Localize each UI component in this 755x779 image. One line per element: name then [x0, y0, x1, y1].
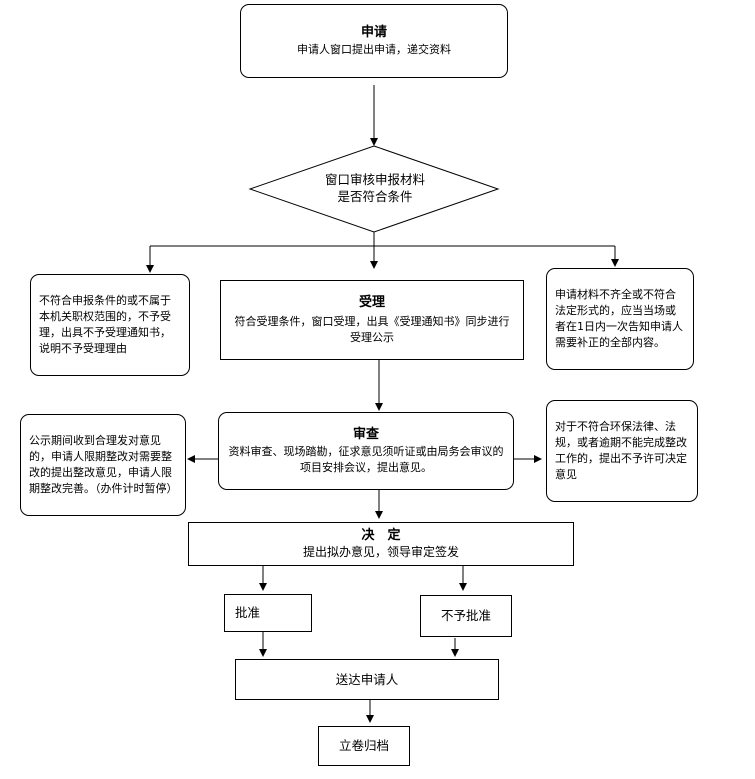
node-decide-title: 决 定	[361, 528, 401, 543]
node-deny-env-body: 对于不符合环保法律、法规，或者逾期不能完成整改工作的，提出不予许可决定意见	[555, 420, 687, 481]
node-accept-title: 受理	[358, 295, 385, 310]
node-incomplete: 申请材料不齐全或不符合法定形式的，应当当场或者在1日内一次告知申请人需要补正的全…	[546, 268, 694, 370]
node-accept: 受理 符合受理条件，窗口受理，出具《受理通知书》同步进行受理公示	[220, 280, 524, 360]
node-review-line2: 是否符合条件	[337, 189, 413, 204]
decision-diamond	[248, 145, 500, 233]
node-apply: 申请 申请人窗口提出申请，递交资料	[240, 4, 508, 78]
node-approve-label: 批准	[235, 605, 261, 620]
node-deny-env: 对于不符合环保法律、法规，或者逾期不能完成整改工作的，提出不予许可决定意见	[546, 400, 698, 502]
node-examine: 审查 资料审查、现场踏勘，征求意见须听证或由局务会审议的项目安排会议，提出意见。	[218, 412, 514, 490]
node-examine-body: 资料审查、现场踏勘，征求意见须听证或由局务会审议的项目安排会议，提出意见。	[228, 445, 504, 474]
node-objection-body: 公示期间收到合理发对意见的，申请人限期整改对需要整改的提出整改意见，申请人限期整…	[29, 434, 178, 495]
node-not-approve-label: 不予批准	[440, 608, 491, 623]
node-apply-body: 申请人窗口提出申请，递交资料	[297, 43, 451, 56]
node-review-line1: 窗口审核申报材料	[324, 172, 425, 187]
node-deliver: 送达申请人	[235, 659, 499, 700]
node-reject-scope: 不符合申报条件的或不属于本机关职权范围的，不予受理，出具不予受理通知书，说明不予…	[30, 274, 190, 376]
node-deliver-label: 送达申请人	[335, 671, 399, 687]
node-approve: 批准	[224, 594, 312, 632]
node-reject-scope-body: 不符合申报条件的或不属于本机关职权范围的，不予受理，出具不予受理通知书，说明不予…	[39, 294, 171, 355]
node-decide: 决 定 提出拟办意见，领导审定签发	[188, 522, 574, 566]
node-archive: 立卷归档	[318, 726, 410, 766]
node-examine-title: 审查	[352, 427, 379, 442]
node-decide-body: 提出拟办意见，领导审定签发	[302, 545, 459, 559]
node-not-approve: 不予批准	[420, 595, 512, 637]
node-objection: 公示期间收到合理发对意见的，申请人限期整改对需要整改的提出整改意见，申请人限期整…	[20, 414, 186, 516]
node-apply-title: 申请	[360, 25, 387, 40]
node-incomplete-body: 申请材料不齐全或不符合法定形式的，应当当场或者在1日内一次告知申请人需要补正的全…	[555, 288, 683, 349]
node-archive-label: 立卷归档	[338, 738, 389, 753]
node-accept-body: 符合受理条件，窗口受理，出具《受理通知书》同步进行受理公示	[234, 315, 510, 344]
node-review-window: 窗口审核申报材料 是否符合条件	[290, 171, 460, 205]
